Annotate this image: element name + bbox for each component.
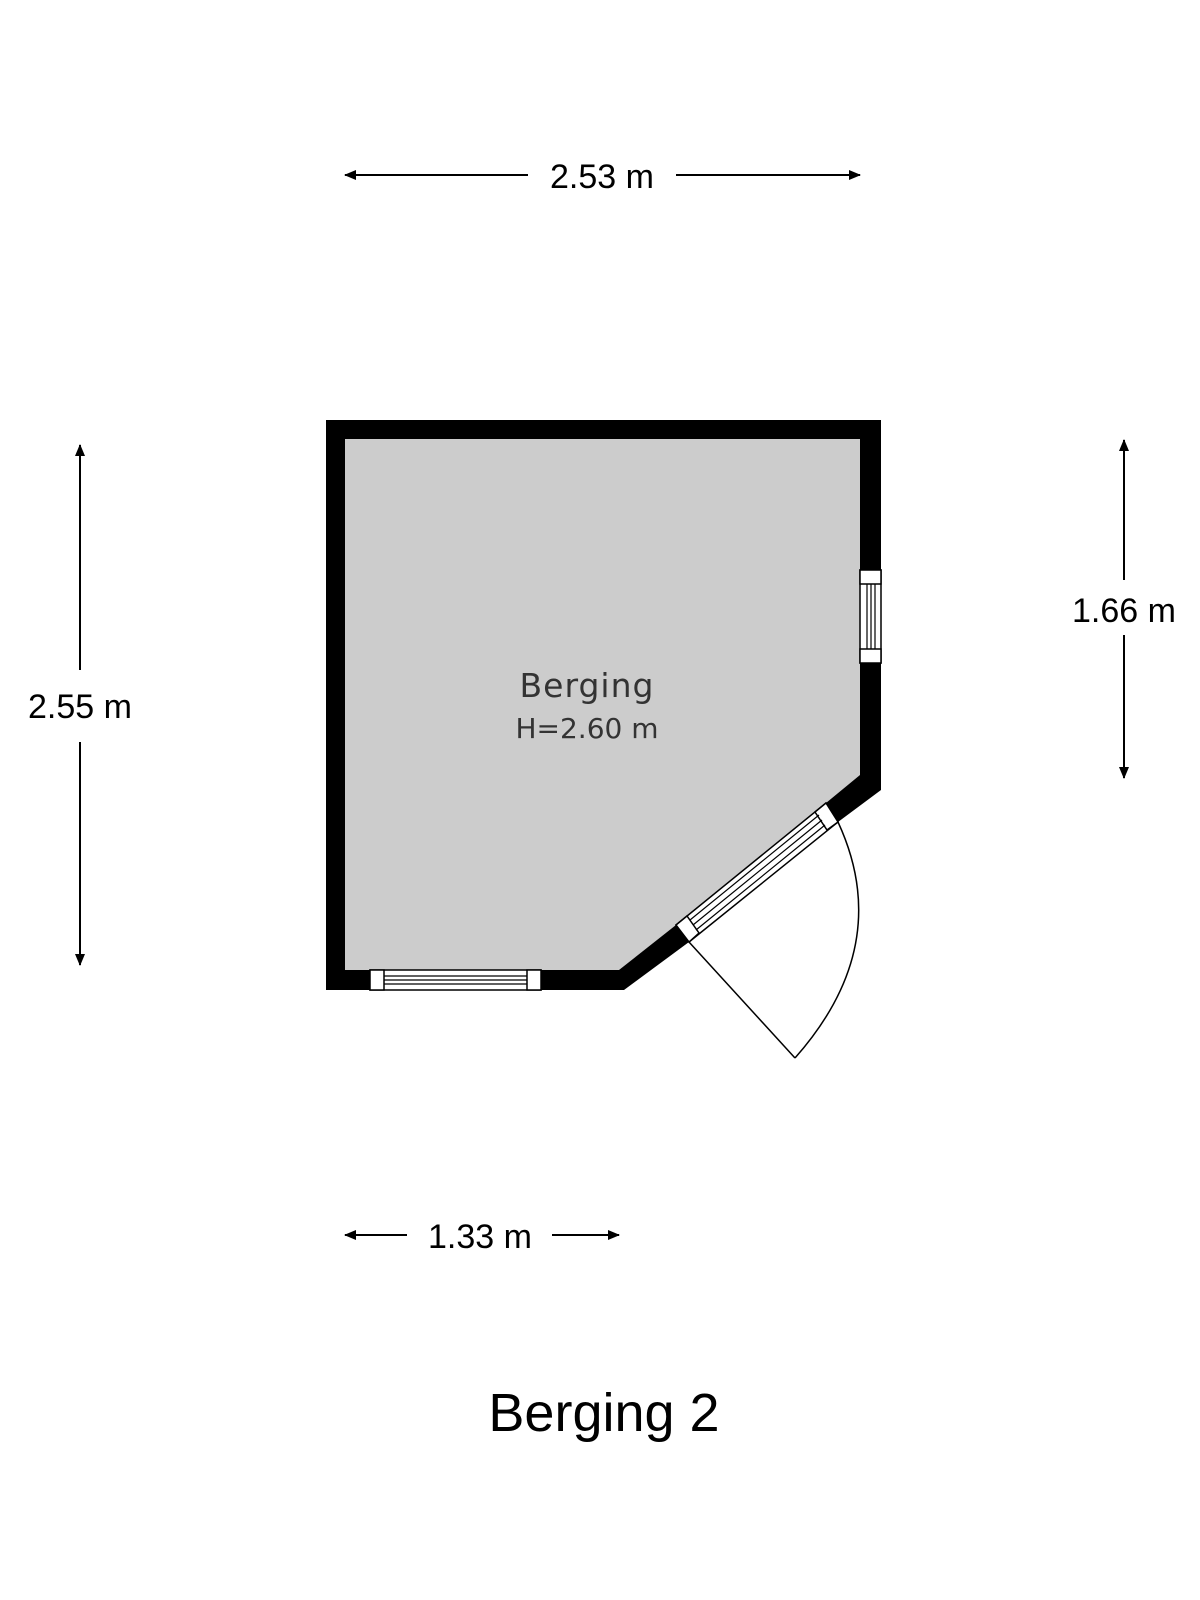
- dimension-left-label: 2.55 m: [28, 688, 132, 726]
- wall-right-lower: [860, 663, 881, 788]
- dimension-bottom: 1.33 m: [344, 1218, 620, 1256]
- walls: [326, 420, 881, 990]
- door-swing: [688, 821, 860, 1059]
- dimension-right: 1.66 m: [1072, 439, 1176, 779]
- dimension-left: 2.55 m: [28, 444, 132, 966]
- wall-bottom-left: [326, 970, 370, 990]
- wall-top: [326, 420, 881, 439]
- wall-left: [326, 420, 345, 990]
- room-floor: [345, 439, 860, 983]
- window-right: [859, 569, 882, 664]
- door-frame: [674, 801, 840, 944]
- door-leaf: [688, 941, 796, 1059]
- room-name: Berging: [520, 666, 655, 705]
- dimension-top: 2.53 m: [344, 158, 861, 196]
- wall-bottom-right: [541, 970, 619, 990]
- wall-diagonal-lower: [619, 925, 689, 990]
- window-bottom: [369, 969, 542, 991]
- dimension-bottom-label: 1.33 m: [428, 1218, 532, 1256]
- wall-diagonal-upper: [826, 775, 881, 822]
- wall-right-upper: [860, 420, 881, 570]
- dimension-right-label: 1.66 m: [1072, 592, 1176, 630]
- door-arc: [794, 821, 860, 1059]
- plan-title: Berging 2: [488, 1383, 719, 1443]
- dimension-top-label: 2.53 m: [550, 158, 654, 196]
- room-height-label: H=2.60 m: [515, 712, 658, 745]
